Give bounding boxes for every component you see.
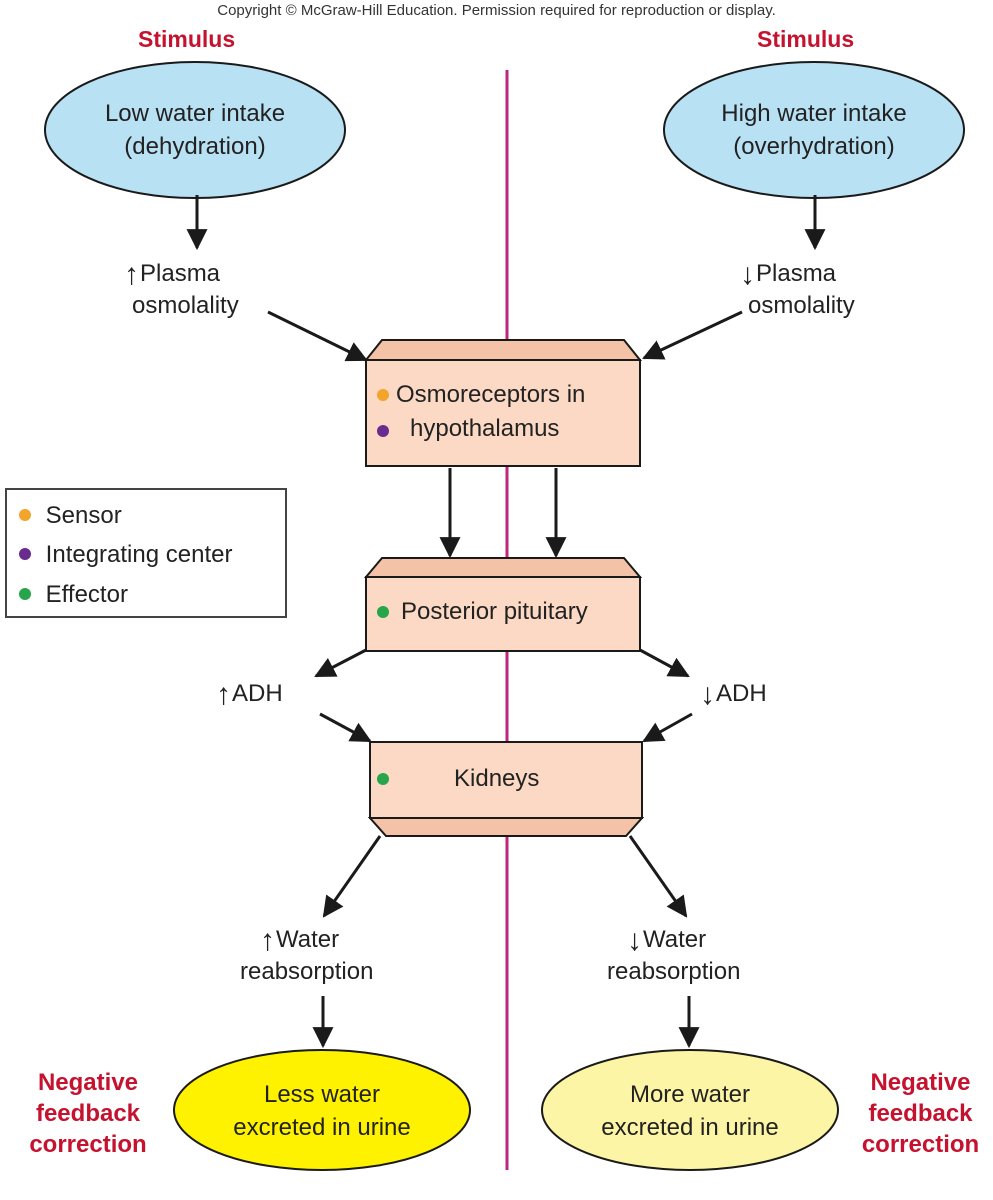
- arrow-left-plasma-to-osmoreceptors: [267, 310, 368, 362]
- osmoreceptors-box: [363, 339, 643, 467]
- arrow-pituitary-to-left-adh: [314, 648, 367, 678]
- right-outcome-ellipse: [541, 1049, 839, 1171]
- right-plasma-osmolality: ↓Plasma osmolality: [740, 258, 855, 320]
- left-stimulus-text: Low water intake(dehydration): [104, 100, 286, 160]
- arrow-right-adh-to-kidneys: [642, 712, 693, 743]
- integrating-center-dot: [377, 425, 389, 437]
- up-arrow-icon: ↑: [124, 258, 139, 291]
- right-stimulus-label: Stimulus: [757, 26, 855, 52]
- kidneys-label: Kidneys: [454, 765, 540, 792]
- right-stimulus-text: High water intake(overhydration): [721, 100, 907, 160]
- legend-item-integrating-center: Integrating center: [19, 541, 232, 569]
- down-arrow-icon: ↓: [627, 924, 642, 957]
- legend: Sensor Integrating center Effector: [5, 488, 287, 618]
- pituitary-effector-dot: [377, 606, 389, 618]
- arrow-left-adh-to-kidneys: [319, 712, 372, 743]
- up-arrow-icon: ↑: [260, 924, 275, 957]
- right-water-reabsorption: ↓Water reabsorption: [607, 924, 741, 986]
- down-arrow-icon: ↓: [700, 678, 715, 711]
- left-stimulus-label: Stimulus: [138, 26, 236, 52]
- kidneys-box: [367, 741, 645, 837]
- down-arrow-icon: ↓: [740, 258, 755, 291]
- effector-dot-icon: [19, 587, 31, 600]
- arrow-kidneys-to-left-water: [322, 835, 382, 918]
- osmoreceptors-label: Osmoreceptors in hypothalamus: [396, 381, 586, 442]
- legend-item-sensor: Sensor: [19, 502, 122, 530]
- integrating-center-dot-icon: [19, 547, 31, 560]
- copyright-notice: Copyright © McGraw-Hill Education. Permi…: [217, 2, 776, 19]
- up-arrow-icon: ↑: [216, 678, 231, 711]
- sensor-dot: [377, 389, 389, 401]
- kidneys-effector-dot: [377, 773, 389, 785]
- right-adh: ↓ADH: [700, 678, 767, 711]
- pituitary-label: Posterior pituitary: [401, 598, 588, 625]
- arrow-right-plasma-to-osmoreceptors: [642, 310, 743, 360]
- left-water-reabsorption: ↑Water reabsorption: [240, 924, 374, 986]
- arrow-pituitary-to-right-adh: [639, 648, 690, 678]
- legend-item-effector: Effector: [19, 581, 128, 609]
- left-plasma-osmolality: ↑Plasma osmolality: [124, 258, 239, 320]
- sensor-dot-icon: [19, 508, 31, 521]
- arrow-kidneys-to-right-water: [628, 835, 688, 918]
- left-stimulus-ellipse: [44, 61, 346, 199]
- left-outcome-ellipse: [173, 1049, 471, 1171]
- left-adh: ↑ADH: [216, 678, 283, 711]
- pituitary-box: [363, 557, 643, 652]
